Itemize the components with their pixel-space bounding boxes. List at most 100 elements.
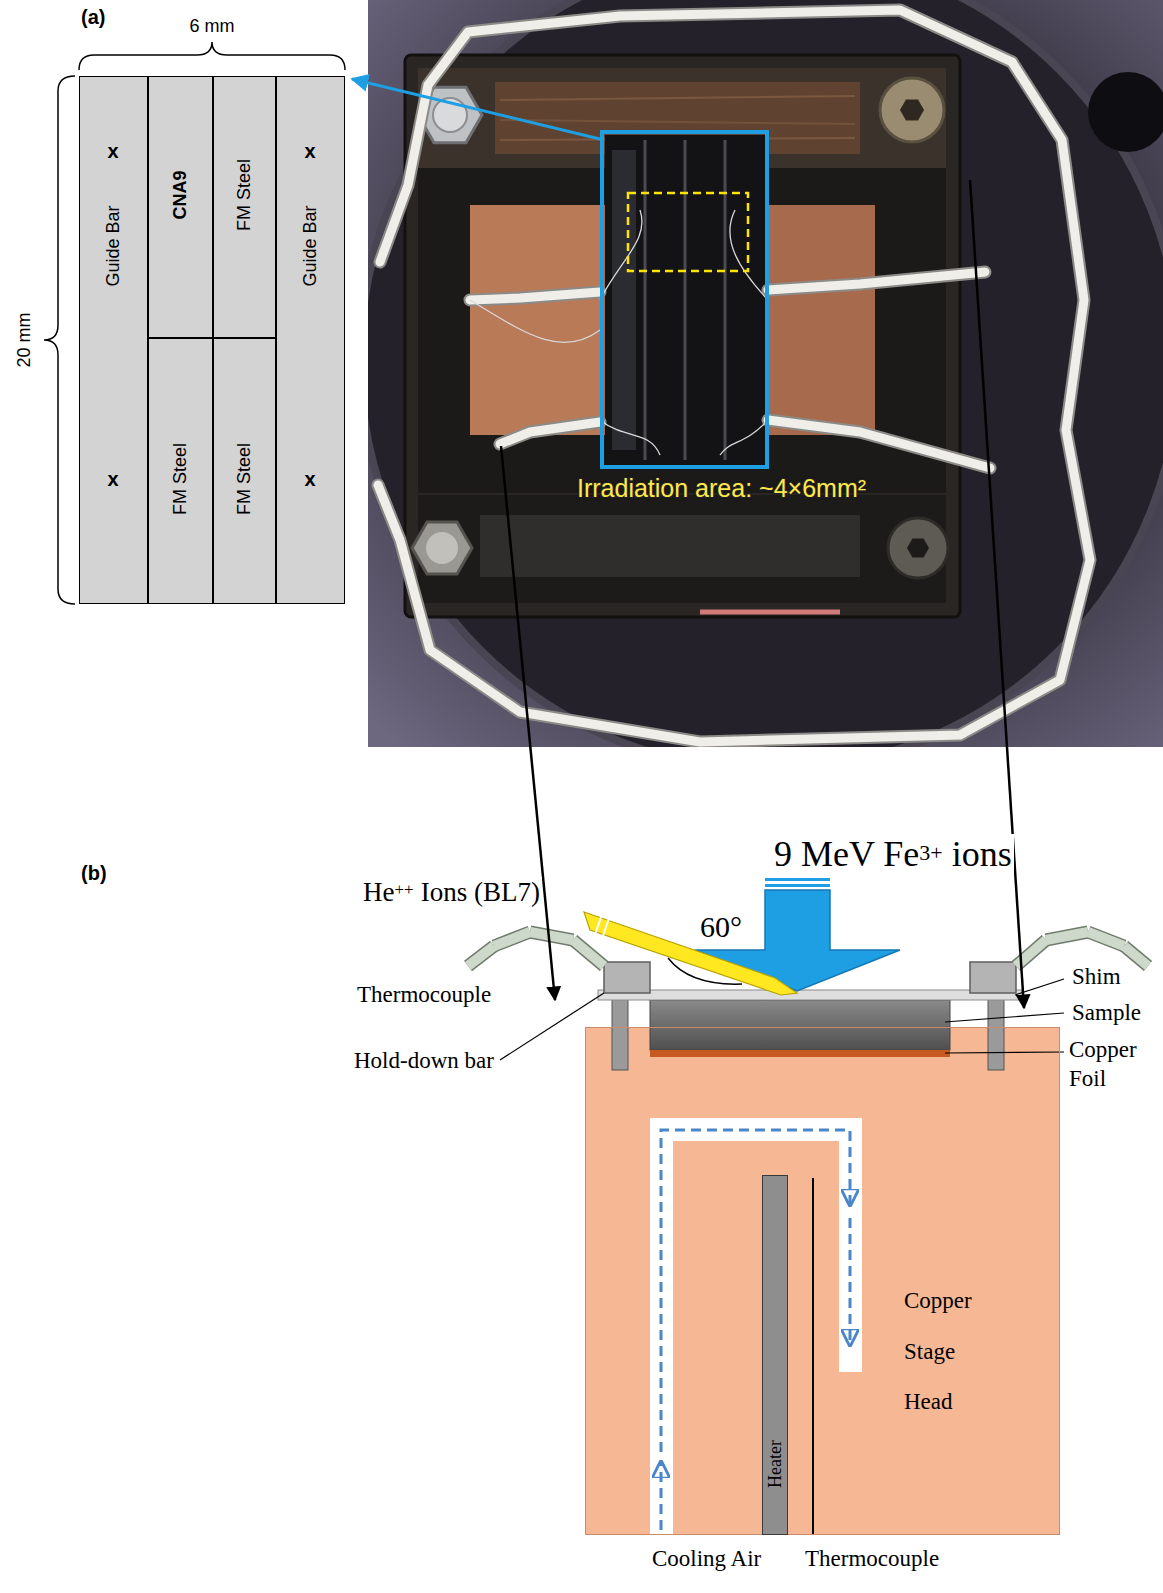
sample-name: CNA9 (170, 170, 191, 219)
sample-holder-photo (888, 518, 948, 578)
sample-holder-photo (470, 292, 600, 300)
sample-holder-photo (380, 10, 1012, 262)
part-label: Copper Foil (1067, 1036, 1159, 1094)
angle-arc (668, 958, 742, 984)
part-label: Shim (1070, 964, 1123, 990)
cooling-air-path (849, 1218, 852, 1345)
thermocouple-beads (468, 946, 494, 966)
part-label: Hold-down bar (352, 1048, 496, 1074)
part-label: Sample (1070, 1000, 1143, 1026)
he-ion-beam (584, 912, 797, 995)
x-mark: x (304, 140, 315, 163)
sample-holder-photo (470, 210, 768, 455)
sample-holder-photo (605, 135, 765, 465)
thermocouple-beads (468, 946, 494, 966)
thermocouple-beads (573, 940, 604, 966)
stage-drawing (604, 962, 650, 993)
sample-holder-photo (628, 193, 748, 271)
panel-label: (a) (79, 6, 107, 29)
sample-holder-photo (480, 515, 860, 577)
copper-stage-head: Copper Stage Head Heater (585, 1027, 1060, 1535)
part-name: Copper Stage Head (904, 1276, 996, 1428)
pointer-arrow (501, 446, 555, 1000)
thermocouple-beads (494, 932, 530, 946)
pointer-arrow (970, 180, 1024, 1008)
sample-cell: FM Steel (213, 338, 276, 604)
x-mark: x (304, 468, 315, 491)
sample-cell: CNA9 (148, 76, 213, 338)
stage-drawing (650, 1118, 862, 1535)
sample-cell: FM Steel (213, 76, 276, 338)
pointer-arrow (352, 79, 604, 140)
x-mark: x (107, 468, 118, 491)
sample-holder-photo (500, 422, 600, 444)
thermocouple-beads (1124, 946, 1148, 966)
sample-holder-photo (900, 100, 924, 121)
stage-drawing (612, 993, 628, 1070)
stage-drawing (650, 1000, 950, 1050)
leader-line (945, 1013, 1064, 1022)
sample-holder-photo (602, 132, 767, 467)
cooling-air-path (661, 1130, 850, 1530)
sample-name: FM Steel (170, 443, 191, 515)
area-note: Irradiation area: ~4×6mm² (577, 474, 866, 503)
fe-ion-beam (765, 878, 830, 881)
cooling-air-path (661, 1130, 850, 1452)
thermocouple-beads (494, 932, 530, 946)
guide-bar: xGuide Barx (79, 76, 148, 604)
thermocouple-beads (1124, 946, 1148, 966)
thermocouple-beads (1046, 932, 1088, 940)
sample-holder-photo (724, 140, 727, 460)
pointer-arrow (352, 79, 1024, 1008)
stage-drawing (812, 1178, 814, 1535)
guide-bar: xGuide Barx (276, 76, 345, 604)
dimension: 20 mm (14, 310, 35, 369)
sample-name: FM Steel (234, 443, 255, 515)
fe-ion-beam (765, 884, 830, 887)
leader-line (945, 1052, 1064, 1053)
sample-holder-photo (470, 205, 600, 435)
dimension-brace (44, 42, 345, 604)
he-ion-beam (584, 912, 797, 995)
cooling-air-path (660, 1462, 663, 1530)
thermocouple-beads (573, 940, 604, 966)
x-mark: x (107, 140, 118, 163)
dimension-brace (79, 42, 345, 70)
stage-drawing (598, 990, 1022, 1000)
sample-holder-photo (880, 78, 944, 142)
beam-label: ions (952, 834, 1012, 875)
beam-label: He (363, 877, 394, 908)
sample-holder-photo (412, 522, 472, 574)
sample-holder-photo (378, 62, 1090, 742)
sample-holder-photo (768, 272, 985, 290)
he-ion-beam (603, 919, 609, 936)
sample-holder-photo (600, 210, 642, 300)
charge-state: ++ (394, 880, 413, 900)
sample-holder-photo (500, 120, 855, 124)
stage-drawing (988, 993, 1004, 1070)
sample-holder-photo (378, 62, 1090, 742)
beam-caption: 9 MeV Fe3+ions (772, 834, 1014, 875)
dimension-brace (44, 76, 75, 604)
sample-holder-photo (612, 150, 636, 450)
sample-holder-photo (600, 420, 660, 455)
sample-name: FM Steel (234, 159, 255, 231)
stage-drawing (650, 1050, 950, 1057)
thermocouple-beads (1046, 932, 1088, 940)
part-name: Guide Bar (103, 205, 124, 286)
thermocouple-beads (530, 932, 573, 940)
part-label: Thermocouple (803, 1546, 941, 1572)
sample-holder-photo (720, 420, 768, 455)
part-label: Cooling Air (650, 1546, 763, 1572)
sample-holder-photo (426, 532, 458, 564)
sample-holder-photo (644, 140, 647, 460)
sample-holder-photo (768, 420, 990, 468)
heater: Heater (762, 1175, 788, 1535)
he-ion-beam (596, 916, 602, 933)
sample-holder-photo (700, 610, 840, 615)
sample-holder-photo (405, 55, 960, 617)
sample-holder-photo (1088, 72, 1163, 152)
stage-drawing (585, 962, 1060, 1535)
beam-label: Ions (BL7) (421, 877, 540, 908)
sample-holder-photo (684, 140, 687, 460)
